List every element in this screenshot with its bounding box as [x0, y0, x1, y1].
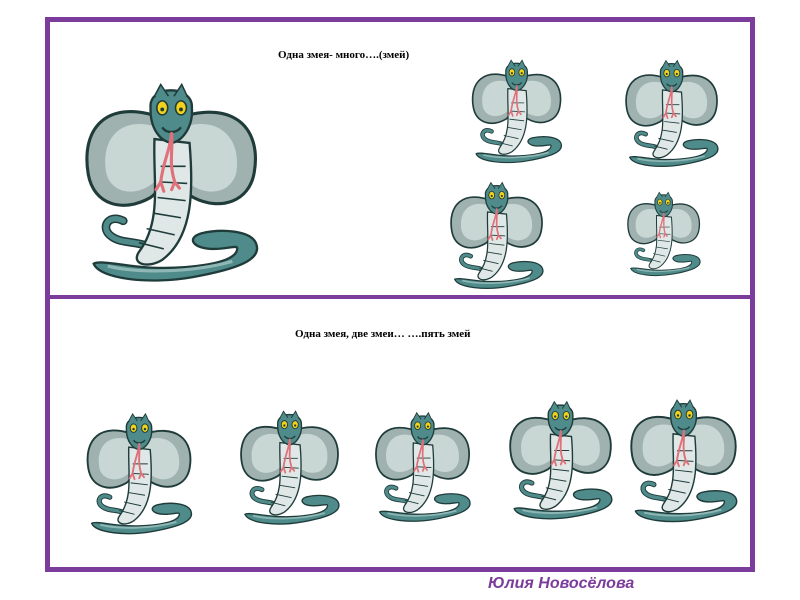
- author-name: Юлия Новосёлова: [488, 575, 635, 592]
- slide-frame: Одна змея- много….(змей) Одна змея, две …: [45, 17, 755, 572]
- cobra-snake-icon: [225, 400, 355, 530]
- cobra-snake-icon: [72, 65, 272, 291]
- top-caption: Одна змея- много….(змей): [278, 49, 410, 61]
- cobra-snake-icon: [620, 388, 748, 528]
- cobra-snake-icon: [447, 50, 587, 168]
- cobra-snake-icon: [496, 390, 626, 525]
- cobra-snake-icon: [422, 172, 572, 294]
- cobra-snake-icon: [72, 402, 207, 540]
- cobra-snake-icon: [626, 190, 702, 278]
- bottom-caption: Одна змея, две змеи… ….пять змей: [295, 328, 471, 340]
- cobra-snake-icon: [358, 402, 488, 527]
- section-divider: [50, 295, 750, 299]
- cobra-snake-icon: [602, 50, 742, 172]
